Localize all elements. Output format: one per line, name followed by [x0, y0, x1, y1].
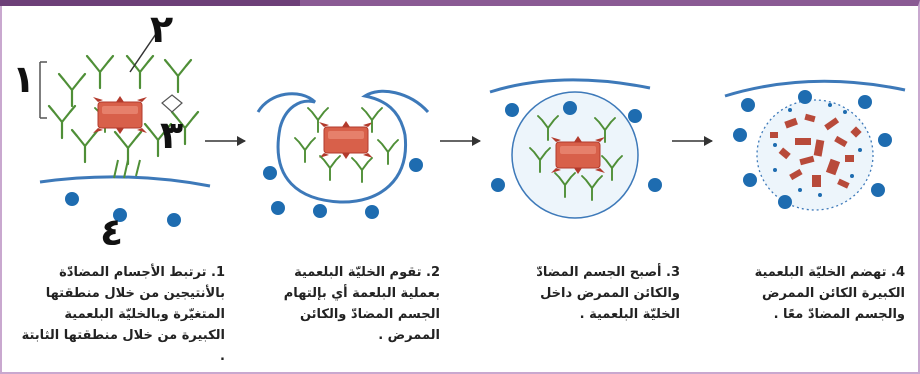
caption-step-3: 3. أصبح الجسم المضادّ والكائن الممرض داخ…	[500, 262, 680, 325]
dot	[491, 178, 505, 192]
dot	[733, 128, 747, 142]
dot	[778, 195, 792, 209]
arrowhead-icon	[472, 136, 481, 146]
dot	[409, 158, 423, 172]
arrowhead-icon	[704, 136, 713, 146]
dot	[313, 204, 327, 218]
dot	[858, 95, 872, 109]
dot	[365, 205, 379, 219]
dot	[743, 173, 757, 187]
stage-1: ١ ٢ ٣ ٤	[12, 7, 210, 254]
dot	[167, 213, 181, 227]
antigen	[319, 121, 373, 159]
dot	[628, 109, 642, 123]
cell-membrane	[40, 177, 210, 186]
caption-step-4: 4. تهضم الخليّة البلعمية الكبيرة الكائن …	[720, 262, 905, 325]
dot	[648, 178, 662, 192]
label-2: ٢	[150, 7, 173, 51]
caption-step-2: 2. تقوم الخليّة البلعمية بعملية البلعمة …	[260, 262, 440, 346]
label-3: ٣	[160, 113, 183, 157]
caption-step-1: 1. ترتبط الأجسام المضادّة بالأنتيجين من …	[20, 262, 225, 367]
dot	[505, 103, 519, 117]
dot	[878, 133, 892, 147]
arrowhead-icon	[237, 136, 246, 146]
stage-4	[725, 81, 905, 210]
dot	[871, 183, 885, 197]
stage-2	[258, 91, 428, 219]
antigen	[93, 96, 147, 134]
stage-3	[490, 80, 662, 218]
antigen	[551, 136, 605, 174]
dot	[65, 192, 79, 206]
region-marker	[162, 95, 182, 112]
label-4: ٤	[100, 210, 123, 254]
dot	[271, 201, 285, 215]
cell-membrane	[725, 81, 905, 96]
bracket-marker	[40, 62, 47, 118]
label-1: ١	[12, 57, 35, 101]
cell-membrane	[490, 80, 650, 92]
dot	[263, 166, 277, 180]
dot	[563, 101, 577, 115]
dot	[741, 98, 755, 112]
dot	[798, 90, 812, 104]
